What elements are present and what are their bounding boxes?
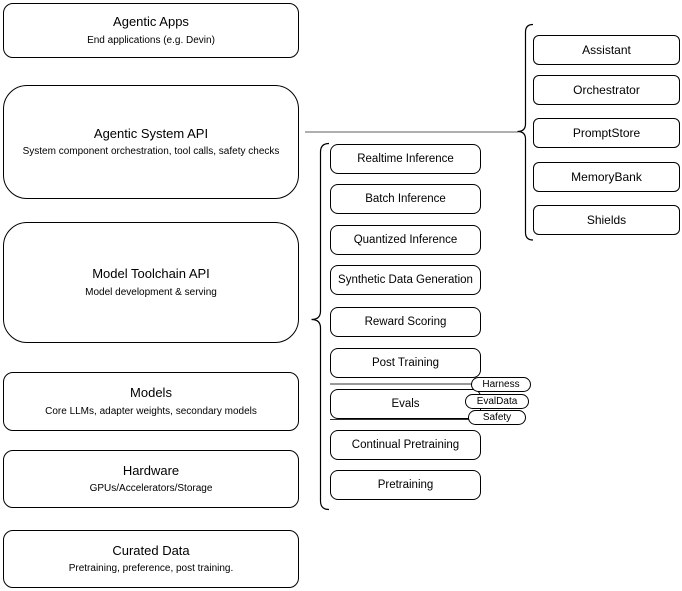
node-title: Agentic Apps: [113, 14, 189, 30]
node-curated-data: Curated Data Pretraining, preference, po…: [3, 530, 299, 588]
evals-tag-safety: Safety: [468, 410, 526, 425]
system-brace: [517, 23, 534, 241]
toolchain-item-quantized-inference: Quantized Inference: [330, 225, 481, 255]
toolchain-item-continual-pretraining: Continual Pretraining: [330, 430, 481, 460]
system-item-memorybank: MemoryBank: [533, 162, 680, 192]
toolchain-item-pretraining: Pretraining: [330, 470, 481, 500]
toolchain-brace: [311, 142, 330, 511]
toolchain-item-synthetic-data-generation: Synthetic Data Generation: [330, 265, 481, 295]
evals-tag-evaldata: EvalData: [465, 394, 529, 409]
node-subtitle: System component orchestration, tool cal…: [22, 146, 280, 158]
system-item-promptstore: PromptStore: [533, 118, 680, 148]
node-subtitle: Core LLMs, adapter weights, secondary mo…: [45, 405, 257, 417]
node-agentic-apps: Agentic Apps End applications (e.g. Devi…: [3, 3, 299, 58]
node-title: Curated Data: [112, 542, 190, 558]
node-subtitle: Pretraining, preference, post training.: [68, 563, 234, 575]
system-item-assistant: Assistant: [533, 35, 680, 65]
toolchain-item-batch-inference: Batch Inference: [330, 184, 481, 214]
system-item-shields: Shields: [533, 205, 680, 235]
node-title: Models: [130, 385, 172, 401]
node-title: Model Toolchain API: [92, 266, 210, 282]
node-model-toolchain-api: Model Toolchain API Model development & …: [3, 222, 299, 343]
node-subtitle: GPUs/Accelerators/Storage: [89, 483, 213, 495]
node-title: Agentic System API: [93, 125, 209, 141]
node-models: Models Core LLMs, adapter weights, secon…: [3, 372, 299, 431]
system-item-orchestrator: Orchestrator: [533, 75, 680, 105]
node-subtitle: End applications (e.g. Devin): [87, 34, 215, 46]
node-hardware: Hardware GPUs/Accelerators/Storage: [3, 450, 299, 508]
evals-tag-harness: Harness: [471, 377, 531, 392]
toolchain-item-realtime-inference: Realtime Inference: [330, 144, 481, 174]
toolchain-item-evals: Evals: [330, 389, 481, 419]
node-title: Hardware: [122, 462, 180, 478]
toolchain-item-reward-scoring: Reward Scoring: [330, 307, 481, 337]
node-agentic-system-api: Agentic System API System component orch…: [3, 85, 299, 199]
toolchain-item-post-training: Post Training: [330, 348, 481, 378]
node-subtitle: Model development & serving: [85, 286, 217, 298]
